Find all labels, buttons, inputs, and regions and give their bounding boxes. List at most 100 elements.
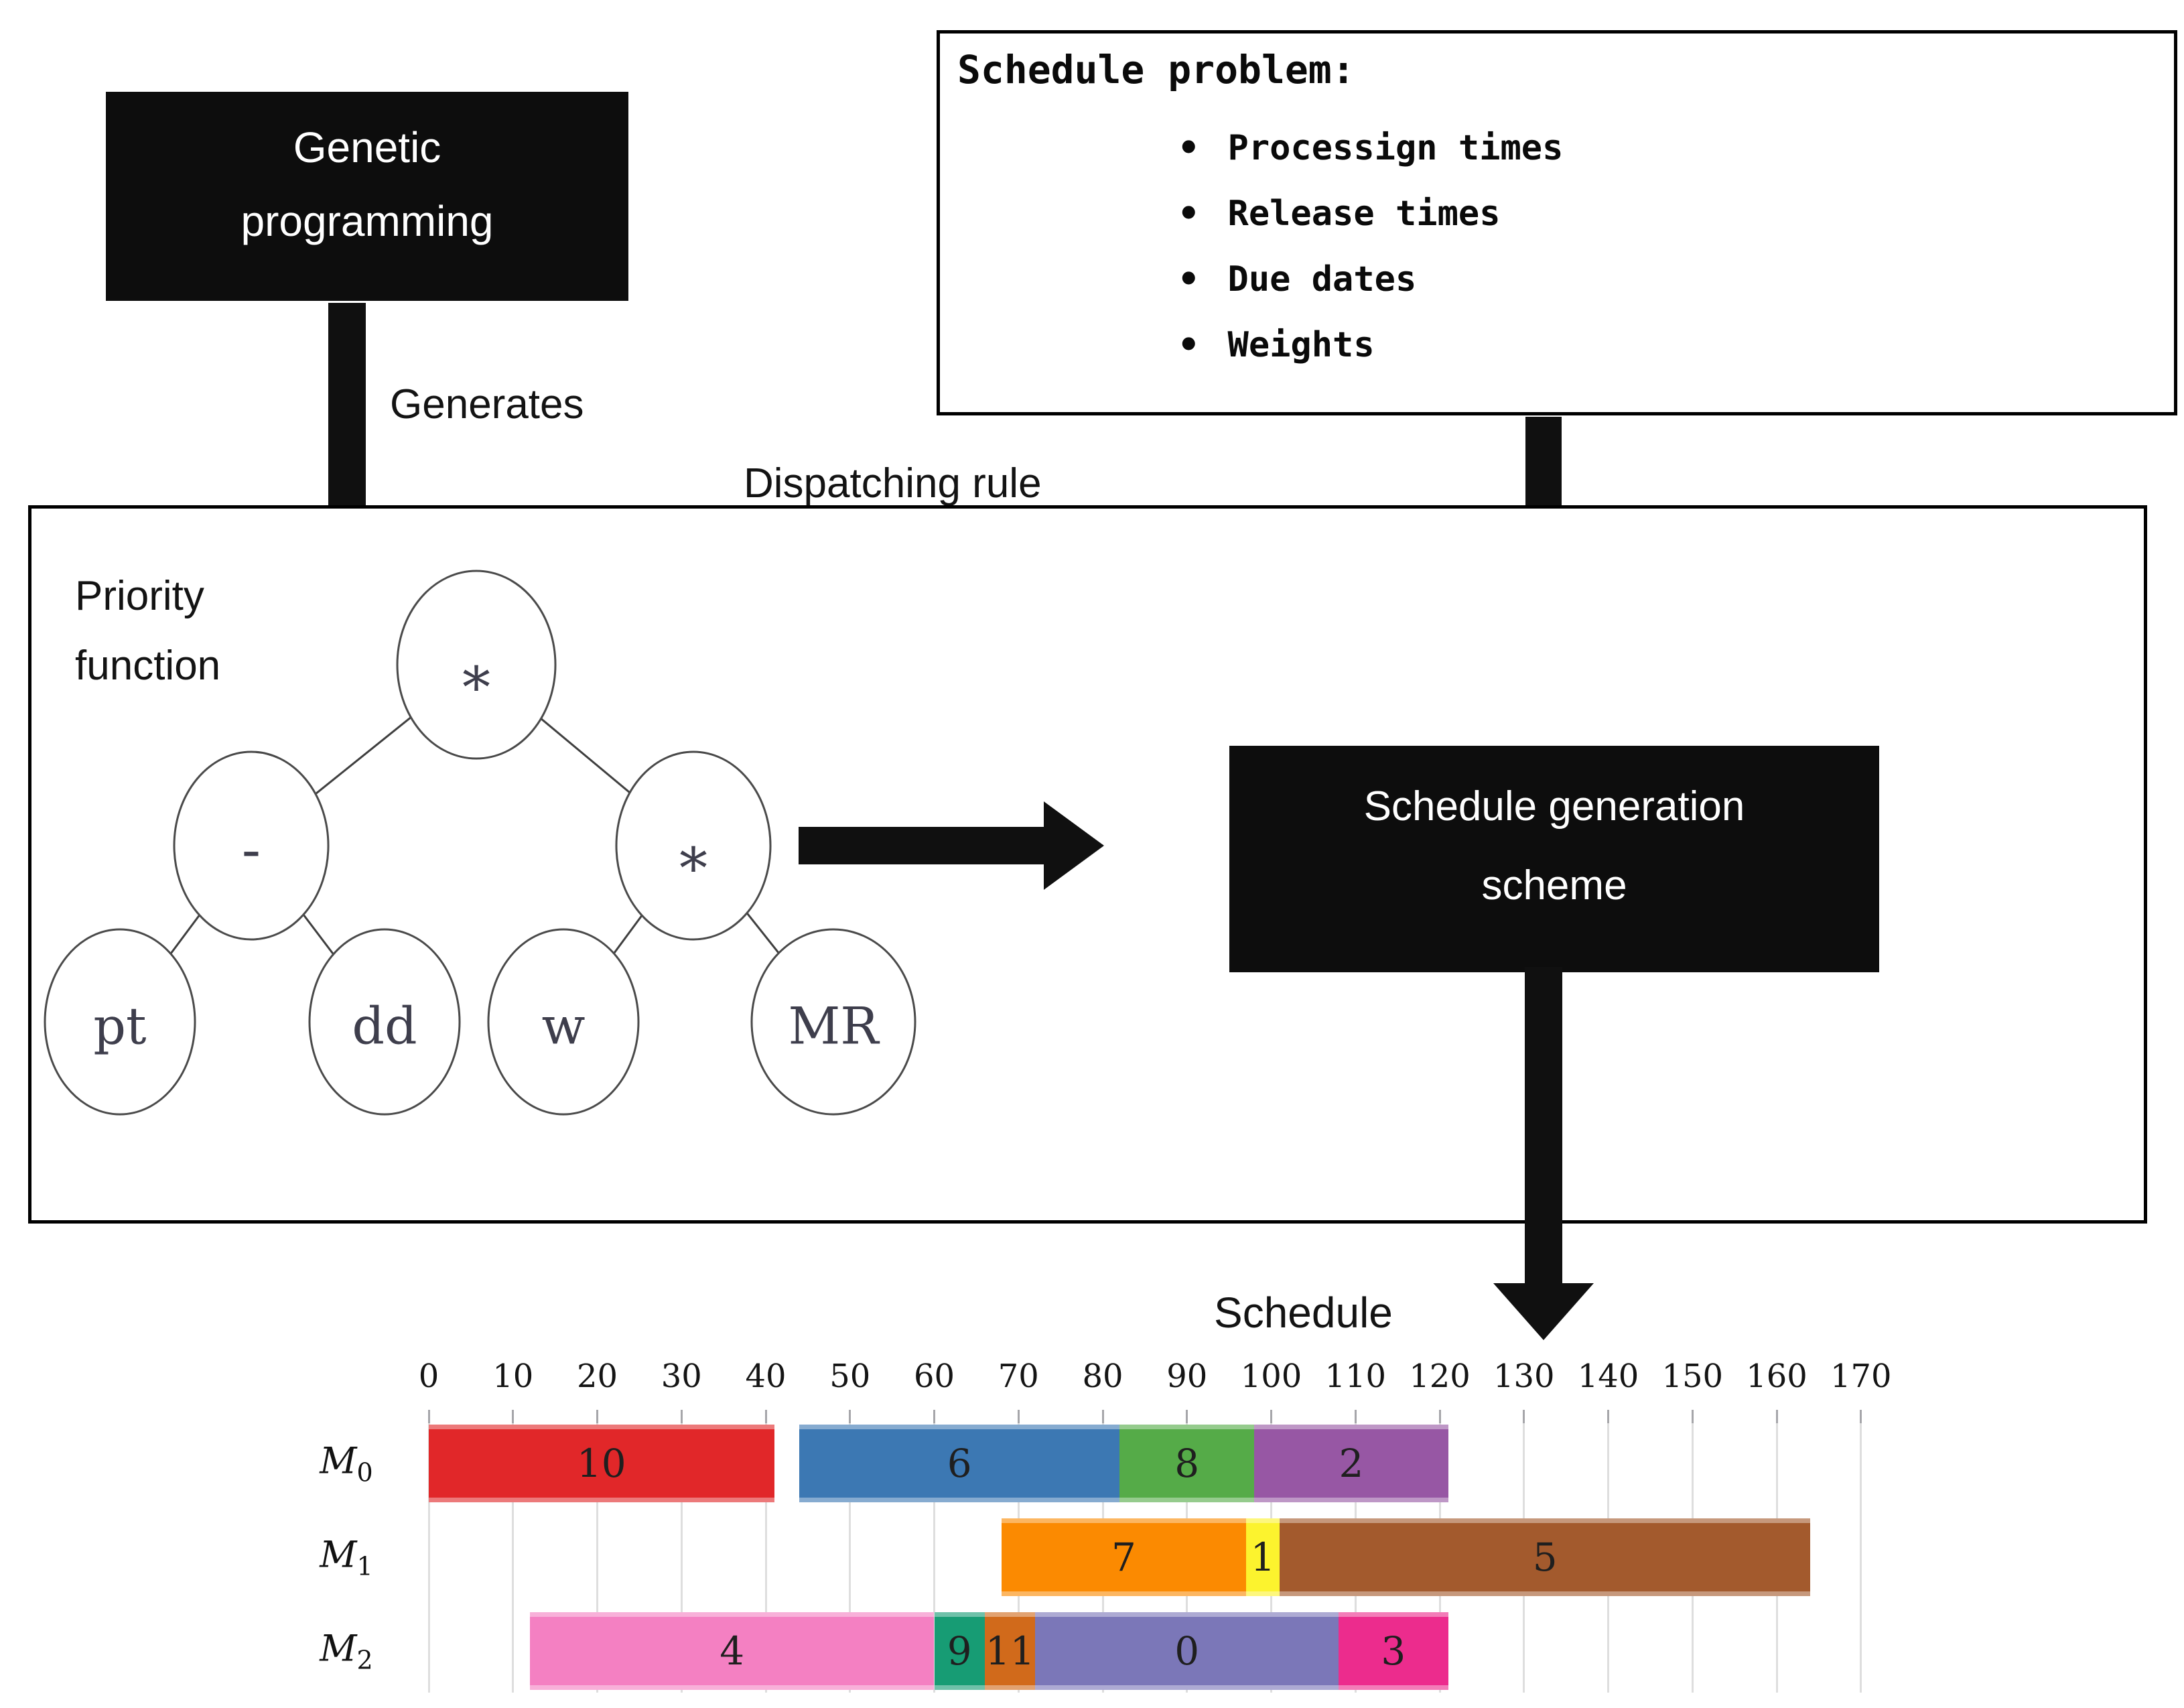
gantt-bar: 1: [1245, 1518, 1280, 1596]
axis-tick: [1270, 1410, 1272, 1423]
tree-node-label: dd: [352, 996, 417, 1056]
list-item: • Weights: [1178, 312, 1563, 378]
tree-node-mr: [750, 928, 916, 1116]
gantt-bar: 3: [1339, 1612, 1448, 1690]
axis-tick: [427, 1410, 430, 1423]
schedule-label: Schedule: [1214, 1289, 1393, 1337]
axis-tick: [1523, 1410, 1525, 1423]
axis-tick-label: 90: [1166, 1358, 1208, 1395]
gantt-bar: 6: [799, 1425, 1120, 1502]
gantt-bar-label: 4: [720, 1628, 745, 1674]
tree-node-label: -: [242, 817, 261, 882]
axis-tick: [680, 1410, 683, 1423]
gantt-bar: 7: [1002, 1518, 1246, 1596]
axis-tick: [1438, 1410, 1441, 1423]
axis-tick-label: 0: [418, 1358, 439, 1395]
gantt-bar-label: 1: [1250, 1534, 1276, 1580]
gridline: [512, 1410, 515, 1693]
axis-tick: [1607, 1410, 1609, 1423]
schedule-problem-box: Schedule problem: • Processign times • R…: [937, 30, 2177, 415]
list-item-text: Due dates: [1227, 259, 1417, 300]
axis-tick: [596, 1410, 598, 1423]
priority-function-line1: Priority: [75, 573, 204, 619]
bullet-icon: •: [1178, 192, 1200, 235]
gantt-bar: 4: [529, 1612, 935, 1690]
axis-tick-label: 50: [829, 1358, 871, 1395]
axis-tick-label: 160: [1746, 1358, 1807, 1395]
gantt-bar-label: 5: [1532, 1534, 1558, 1580]
gantt-bar-label: 0: [1174, 1628, 1200, 1674]
priority-function-label: Priority function: [75, 562, 220, 701]
gantt-bar: 11: [984, 1612, 1036, 1690]
tree-node-minus: [173, 750, 330, 941]
gantt-bar-label: 6: [947, 1441, 972, 1486]
gridline: [1860, 1410, 1862, 1693]
axis-tick-label: 40: [745, 1358, 787, 1395]
gridline: [427, 1410, 430, 1693]
gridline: [680, 1410, 683, 1693]
axis-tick: [1860, 1410, 1862, 1423]
axis-tick: [1691, 1410, 1694, 1423]
generates-arrow-stem: [328, 303, 366, 523]
axis-tick-label: 80: [1082, 1358, 1123, 1395]
list-item: • Processign times: [1178, 115, 1563, 181]
gantt-bar-label: 11: [985, 1628, 1035, 1674]
axis-tick-label: 70: [998, 1358, 1039, 1395]
axis-tick-label: 130: [1493, 1358, 1555, 1395]
list-item: • Release times: [1178, 181, 1563, 247]
machine-label: M1: [320, 1533, 373, 1581]
axis-tick: [1101, 1410, 1104, 1423]
axis-tick: [849, 1410, 851, 1423]
axis-tick: [1017, 1410, 1020, 1423]
genetic-programming-line1: Genetic: [293, 123, 441, 172]
tree-node-w: [487, 928, 640, 1116]
schedule-problem-title: Schedule problem:: [957, 47, 1355, 92]
tree-node-label: MR: [788, 996, 880, 1056]
axis-tick-label: 30: [661, 1358, 702, 1395]
tree-node-pt: [44, 928, 196, 1116]
tree-node-dd: [308, 928, 461, 1116]
gantt-bar-label: 2: [1339, 1441, 1364, 1486]
gantt-bar-label: 8: [1174, 1441, 1200, 1486]
tree-arrow-stem: [799, 827, 1045, 864]
machine-label: M2: [320, 1627, 373, 1675]
axis-tick: [933, 1410, 935, 1423]
list-item-text: Weights: [1227, 325, 1375, 365]
schedule-problem-list: • Processign times • Release times • Due…: [1178, 115, 1563, 378]
schedule-generation-box: Schedule generation scheme: [1229, 746, 1879, 972]
axis-tick: [1186, 1410, 1188, 1423]
tree-arrow-head: [1044, 801, 1104, 890]
axis-tick-label: 10: [492, 1358, 534, 1395]
schedule-generation-line2: scheme: [1481, 862, 1627, 909]
gantt-bar-label: 7: [1111, 1534, 1136, 1580]
gantt-bar: 5: [1280, 1518, 1811, 1596]
gantt-bar-label: 10: [576, 1441, 626, 1486]
list-item: • Due dates: [1178, 247, 1563, 312]
list-item-text: Processign times: [1227, 128, 1564, 168]
tree-node-label: *: [679, 836, 707, 901]
gantt-bar: 0: [1035, 1612, 1339, 1690]
tree-node-mul-right: [615, 750, 772, 941]
gantt-bar: 8: [1119, 1425, 1255, 1502]
gantt-bar-label: 9: [947, 1628, 972, 1674]
schedule-arrow-stem: [1525, 967, 1562, 1283]
machine-label: M0: [320, 1439, 373, 1488]
gridline: [596, 1410, 598, 1693]
axis-tick-label: 110: [1324, 1358, 1387, 1395]
gantt-bar: 9: [934, 1612, 985, 1690]
bullet-icon: •: [1178, 258, 1200, 300]
schedule-generation-line1: Schedule generation: [1363, 783, 1745, 830]
generates-label: Generates: [390, 381, 584, 428]
axis-tick-label: 100: [1240, 1358, 1302, 1395]
genetic-programming-line2: programming: [241, 197, 494, 245]
tree-node-label: pt: [93, 996, 146, 1056]
dispatching-rule-label: Dispatching rule: [744, 460, 1042, 507]
tree-node-label: w: [541, 996, 585, 1056]
axis-tick: [512, 1410, 515, 1423]
gridline: [933, 1410, 935, 1693]
axis-tick-label: 170: [1830, 1358, 1892, 1395]
gantt-bar: 2: [1254, 1425, 1448, 1502]
bullet-icon: •: [1178, 324, 1200, 366]
